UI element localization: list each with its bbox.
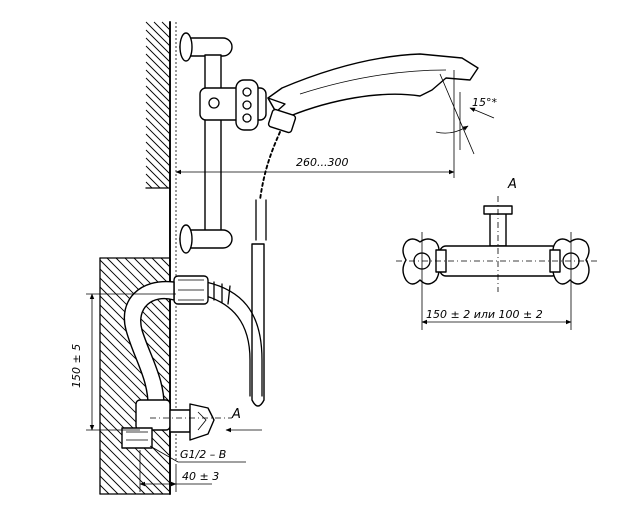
spacing-label: 150 ± 2 или 100 ± 2	[426, 308, 543, 321]
hatch-line	[145, 53, 171, 79]
left-handle	[402, 238, 447, 285]
hatch-line	[151, 257, 171, 277]
hatch-line	[142, 257, 171, 286]
angle-label: 15°*	[472, 96, 497, 109]
hatch-line	[145, 101, 171, 127]
mixer-body	[121, 275, 215, 449]
hatch-line	[99, 484, 110, 495]
view-arrow: A	[225, 407, 262, 433]
offset-dimension: 40 ± 3	[139, 450, 219, 492]
reach-dimension: 260...300	[175, 70, 455, 178]
hatch-line	[145, 157, 171, 183]
slide-bar	[179, 32, 267, 254]
height-dimension: 150 ± 5	[70, 293, 176, 431]
hatch-line	[145, 141, 171, 167]
hatch-line	[145, 21, 171, 47]
hatch-line	[145, 77, 171, 103]
wall-upper	[145, 21, 171, 261]
hatch-line	[145, 117, 171, 143]
hatch-line	[145, 125, 171, 151]
hatch-line	[145, 45, 171, 71]
angle-dimension: 15°*	[435, 73, 497, 155]
hatch-line	[99, 466, 128, 495]
hatch-line	[99, 457, 137, 495]
hatch-line	[161, 21, 171, 31]
right-handle	[549, 238, 590, 285]
hatch-line	[99, 385, 171, 457]
hatch-line	[145, 69, 171, 95]
hatch-line	[145, 173, 161, 189]
hatch-line	[145, 149, 171, 175]
view-a: A 150 ± 2 или 100 ± 2	[396, 177, 600, 330]
reach-label: 260...300	[296, 156, 348, 169]
flexible-hose	[205, 131, 281, 407]
hatch-line	[99, 376, 171, 448]
hatch-line	[145, 37, 171, 63]
thread-callout: G1/2 – B	[149, 445, 246, 463]
hatch-line	[153, 21, 171, 39]
hatch-line	[160, 257, 171, 268]
hatch-line	[145, 61, 171, 87]
offset-label: 40 ± 3	[182, 470, 219, 483]
hatch-line	[99, 448, 146, 495]
wall-lower	[99, 257, 171, 495]
hatch-line	[145, 165, 169, 189]
hatch-line	[145, 133, 171, 159]
view-arrow-label: A	[231, 407, 241, 422]
height-label: 150 ± 5	[70, 344, 83, 388]
view-title: A	[507, 177, 517, 192]
thread-label: G1/2 – B	[180, 448, 226, 461]
hatch-line	[145, 181, 153, 189]
hatch-line	[145, 29, 171, 55]
hatch-line	[115, 257, 171, 313]
hatch-line	[99, 421, 171, 493]
hatch-line	[145, 109, 171, 135]
hatch-line	[145, 85, 171, 111]
hatch-line	[99, 475, 119, 495]
hand-shower	[267, 53, 479, 134]
hatch-line	[145, 93, 171, 119]
